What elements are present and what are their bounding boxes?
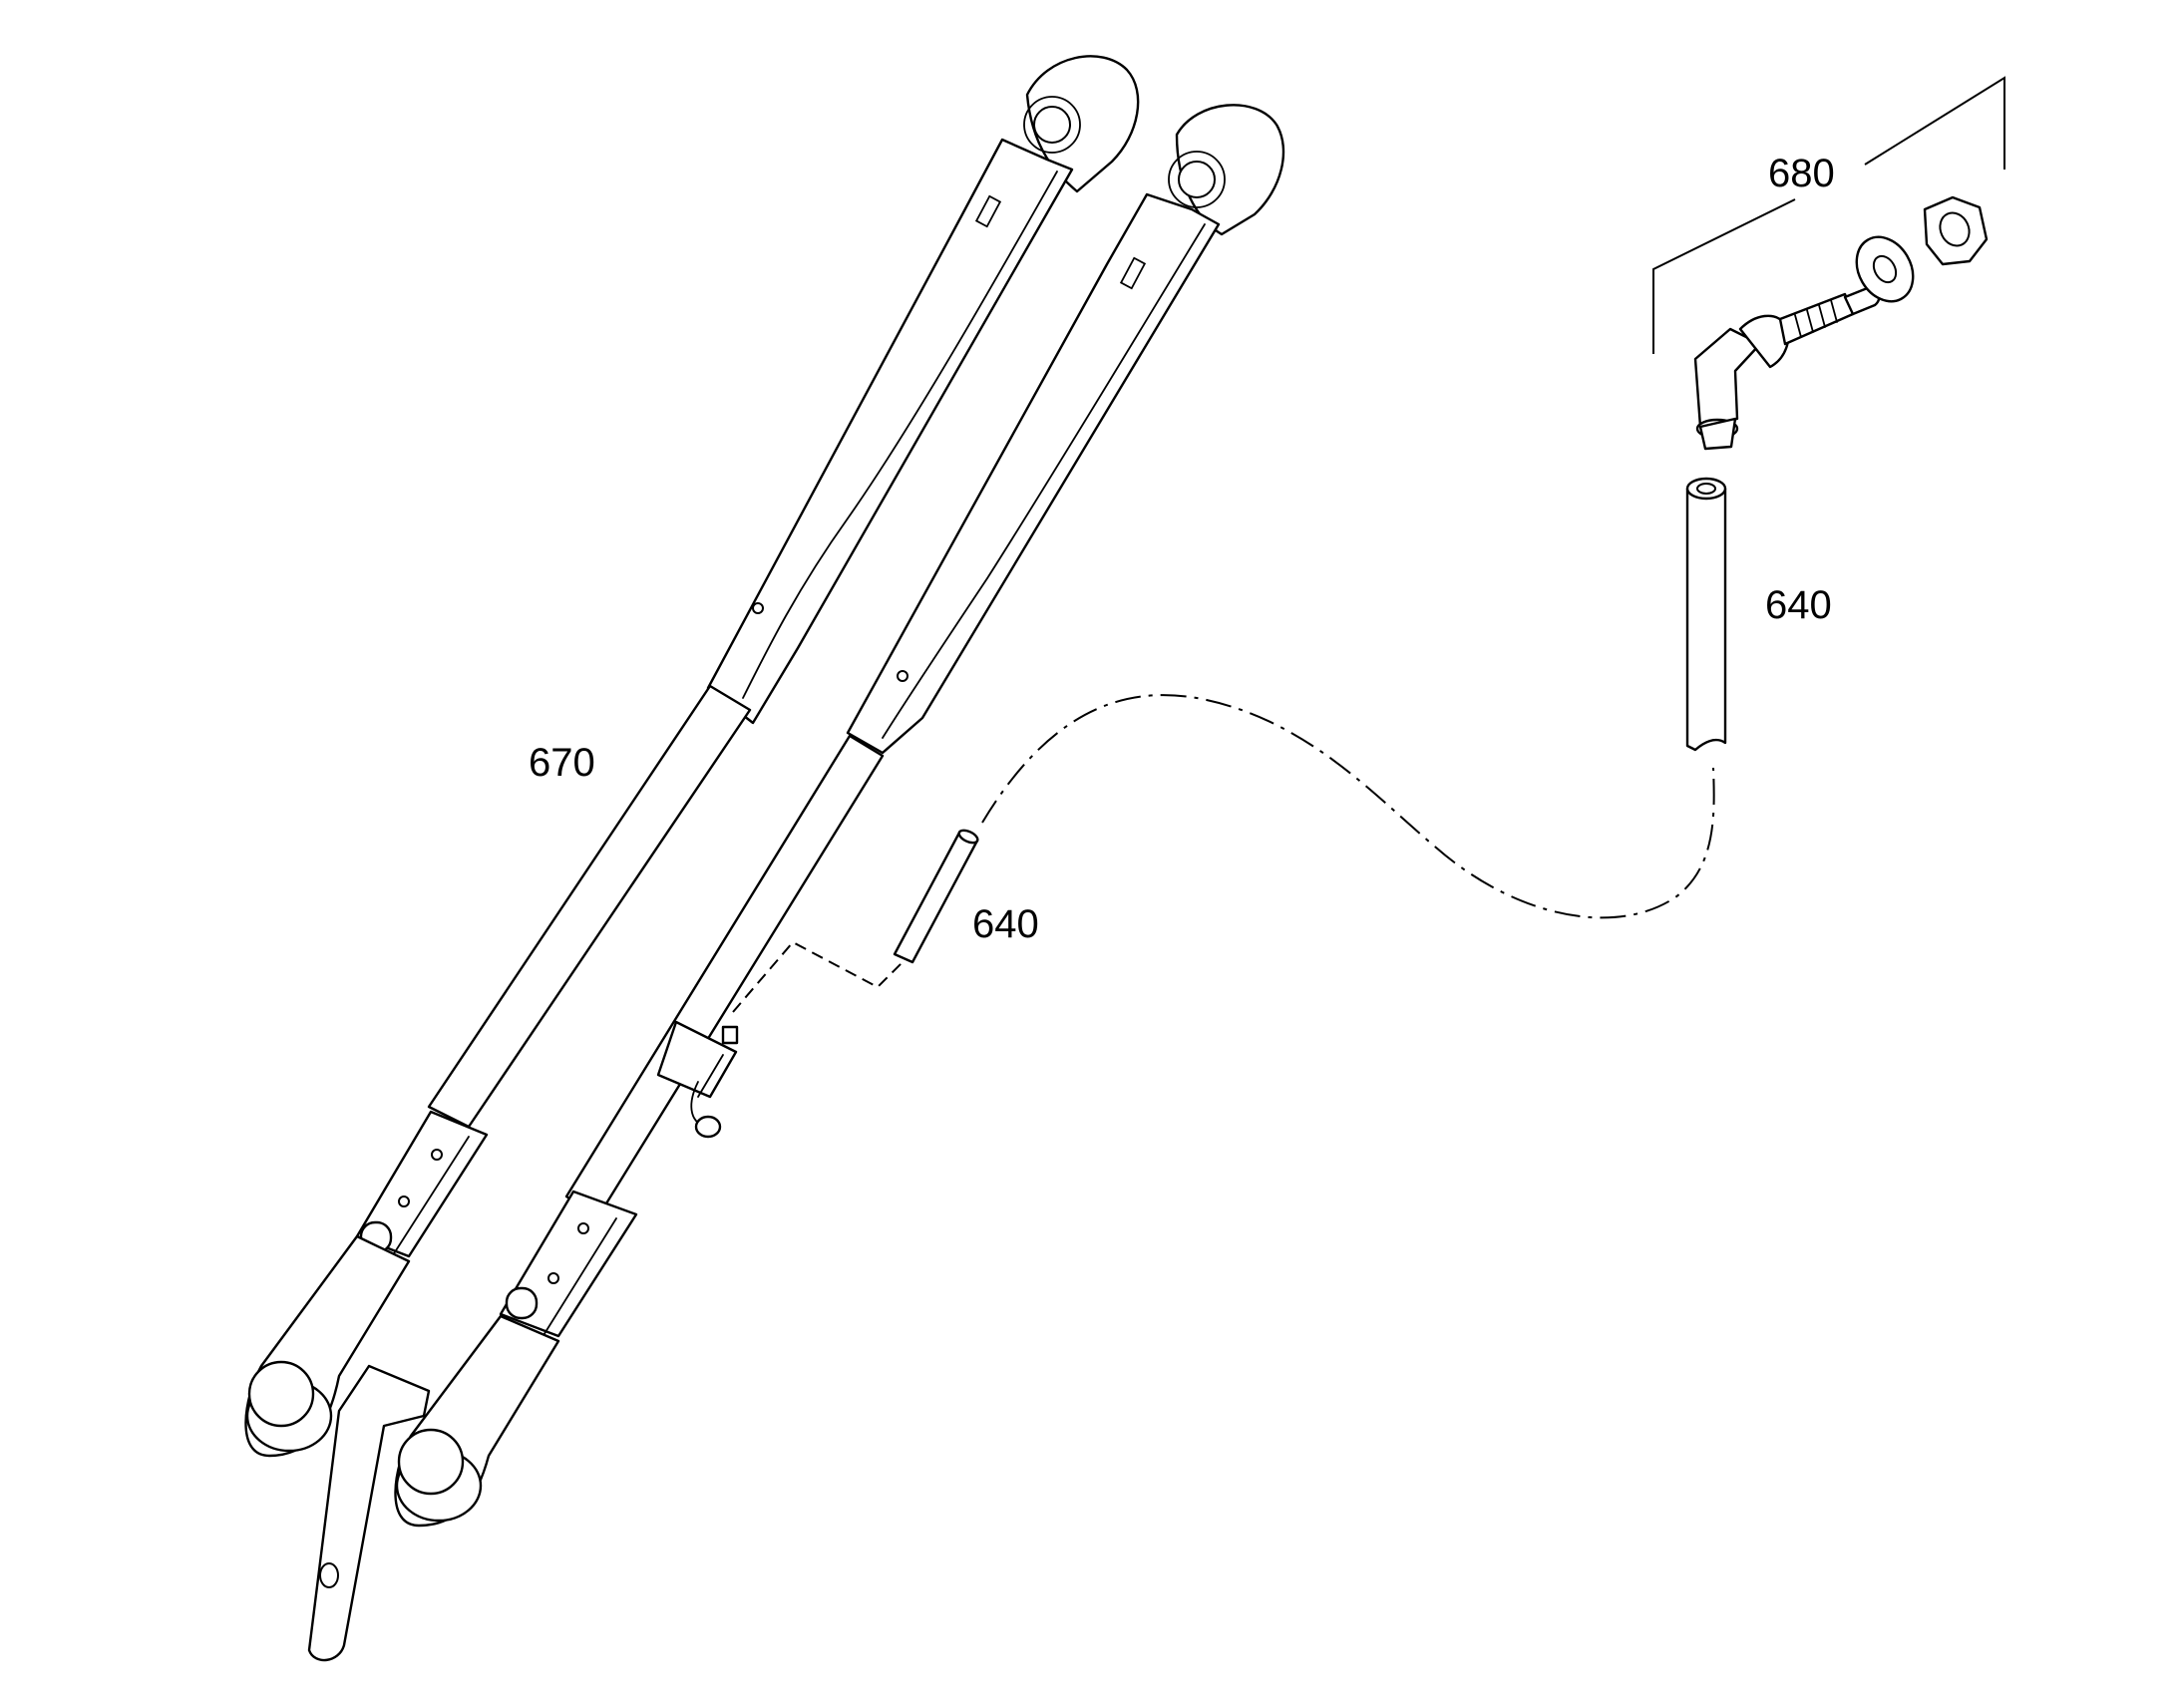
hose-upper (1685, 477, 1727, 752)
mounting-bracket (307, 1364, 431, 1662)
right-arm-spindle-nut (397, 1428, 465, 1496)
left-arm-spindle-nut (247, 1360, 315, 1428)
washer-jet-kit (1652, 76, 2005, 451)
right-arm-tip-eye (1178, 161, 1216, 198)
left-arm-spring-block (355, 1110, 489, 1258)
left-arm-upper-body (706, 138, 1074, 725)
left-arm-tip-eye (1033, 106, 1071, 144)
right-arm-jet-holder (656, 1020, 738, 1099)
wiper-arm-left (244, 55, 1140, 1458)
right-arm-rod (564, 734, 885, 1218)
callout-680: 680 (1768, 152, 1835, 195)
hose-lower-connector-line (732, 940, 904, 1013)
washer-jet-kit-bracket (1652, 76, 2005, 354)
callout-640-lower: 640 (972, 902, 1039, 946)
callout-640-upper: 640 (1765, 583, 1832, 627)
hose-routing-line (981, 694, 1715, 919)
callout-670: 670 (529, 741, 595, 785)
right-arm-tip-cap (1175, 104, 1285, 236)
right-arm-upper-body (846, 192, 1221, 755)
wiper-arm-right (394, 104, 1285, 1528)
hose-lower (893, 829, 979, 964)
